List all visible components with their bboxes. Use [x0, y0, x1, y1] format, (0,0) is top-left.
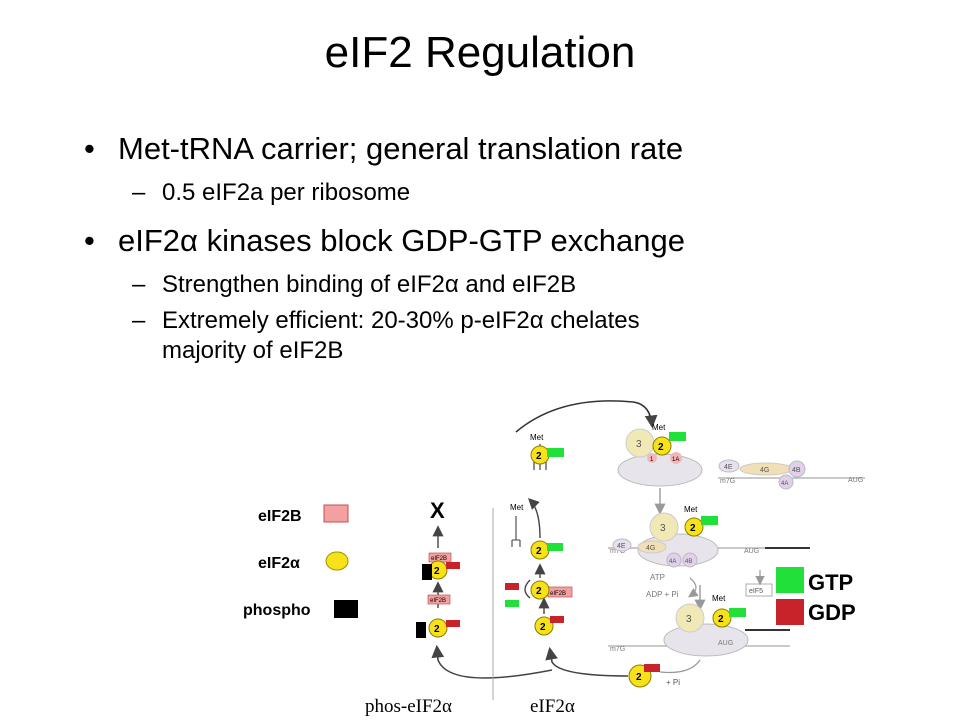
eif2a-label: eIF2α [530, 696, 575, 717]
svg-text:2: 2 [536, 546, 542, 557]
svg-text:AUG: AUG [848, 477, 863, 484]
legend-eif2b-swatch [323, 504, 349, 523]
legend-gtp-swatch [776, 567, 804, 593]
legend-eif2b-label: eIF2B [258, 508, 302, 525]
met-label-4: Met [712, 594, 726, 603]
arrow-to-phos-eif2a [431, 644, 553, 679]
svg-text:AUG: AUG [718, 640, 733, 647]
met-label-5: Met [510, 503, 524, 512]
svg-text:eIF2B: eIF2B [431, 556, 447, 562]
sub-bullet-2-2: –Extremely efficient: 20-30% p-eIF2α che… [84, 306, 904, 366]
svg-text:4G: 4G [760, 467, 769, 474]
svg-text:4B: 4B [792, 467, 801, 474]
svg-text:4G: 4G [646, 545, 655, 552]
legend-eif2a-label: eIF2α [258, 555, 300, 572]
svg-text:1: 1 [650, 457, 654, 463]
bullet-2: •eIF2α kinases block GDP-GTP exchange [84, 223, 685, 258]
svg-text:4A: 4A [781, 481, 788, 487]
svg-text:+ Pi: + Pi [666, 678, 680, 687]
bullet-1: •Met-tRNA carrier; general translation r… [84, 131, 684, 166]
met-label-3: Met [684, 505, 698, 514]
svg-text:4A: 4A [669, 559, 676, 565]
bullet-list: •Met-tRNA carrier; general translation r… [84, 130, 904, 372]
legend-gdp-swatch [776, 599, 804, 625]
svg-text:ADP + Pi: ADP + Pi [646, 590, 679, 599]
svg-text:4E: 4E [617, 543, 626, 550]
phos-eif2a-label: phos-eIF2α [365, 696, 452, 717]
legend-phospho-label: phospho [243, 602, 311, 619]
arrow-to-eif2a [545, 646, 629, 677]
legend-phospho-swatch [334, 600, 358, 618]
svg-text:eIF5: eIF5 [749, 588, 763, 595]
sub-bullet-2-1: –Strengthen binding of eIF2α and eIF2B [132, 271, 577, 298]
svg-text:m7G: m7G [610, 646, 625, 653]
svg-text:3: 3 [636, 439, 642, 450]
svg-text:m7G: m7G [610, 548, 625, 555]
sub-bullet-2-2-line1: Extremely efficient: 20-30% p-eIF2α chel… [162, 307, 640, 334]
svg-text:eIF2B: eIF2B [430, 598, 446, 604]
slide-title: eIF2 Regulation [324, 28, 636, 77]
sub-bullet-1-1: –0.5 eIF2a per ribosome [132, 179, 411, 206]
legend-gtp-label: GTP [808, 570, 853, 595]
svg-text:4E: 4E [724, 464, 733, 471]
sub-bullet-1-1-text: 0.5 eIF2a per ribosome [162, 179, 411, 206]
sub-bullet-2-1-text: Strengthen binding of eIF2α and eIF2B [162, 271, 577, 298]
legend-gdp-label: GDP [808, 600, 856, 625]
met-label-1: Met [530, 433, 544, 442]
svg-text:2: 2 [690, 523, 696, 534]
svg-text:2: 2 [540, 622, 546, 633]
svg-text:2: 2 [434, 566, 440, 577]
entry-arrow [515, 400, 658, 433]
svg-text:1A: 1A [672, 457, 679, 463]
bullet-1-text: Met-tRNA carrier; general translation ra… [118, 131, 684, 166]
legend-eif2a-swatch [325, 551, 349, 571]
svg-text:3: 3 [686, 614, 692, 625]
svg-text:ATP: ATP [650, 573, 665, 582]
svg-text:eIF2B: eIF2B [550, 591, 566, 597]
svg-text:AUG: AUG [744, 548, 759, 555]
met-label-2: Met [652, 423, 666, 432]
block-x-mark: X [430, 498, 445, 523]
svg-text:2: 2 [536, 451, 542, 462]
svg-text:m7G: m7G [720, 478, 735, 485]
svg-text:2: 2 [636, 672, 642, 683]
svg-text:2: 2 [658, 442, 664, 453]
svg-text:2: 2 [536, 586, 542, 597]
svg-text:2: 2 [718, 614, 724, 625]
svg-text:4B: 4B [685, 559, 692, 565]
svg-text:3: 3 [660, 523, 666, 534]
sub-bullet-2-2-line2: majority of eIF2B [162, 337, 344, 364]
bullet-2-text: eIF2α kinases block GDP-GTP exchange [118, 223, 685, 258]
svg-text:2: 2 [434, 624, 440, 635]
